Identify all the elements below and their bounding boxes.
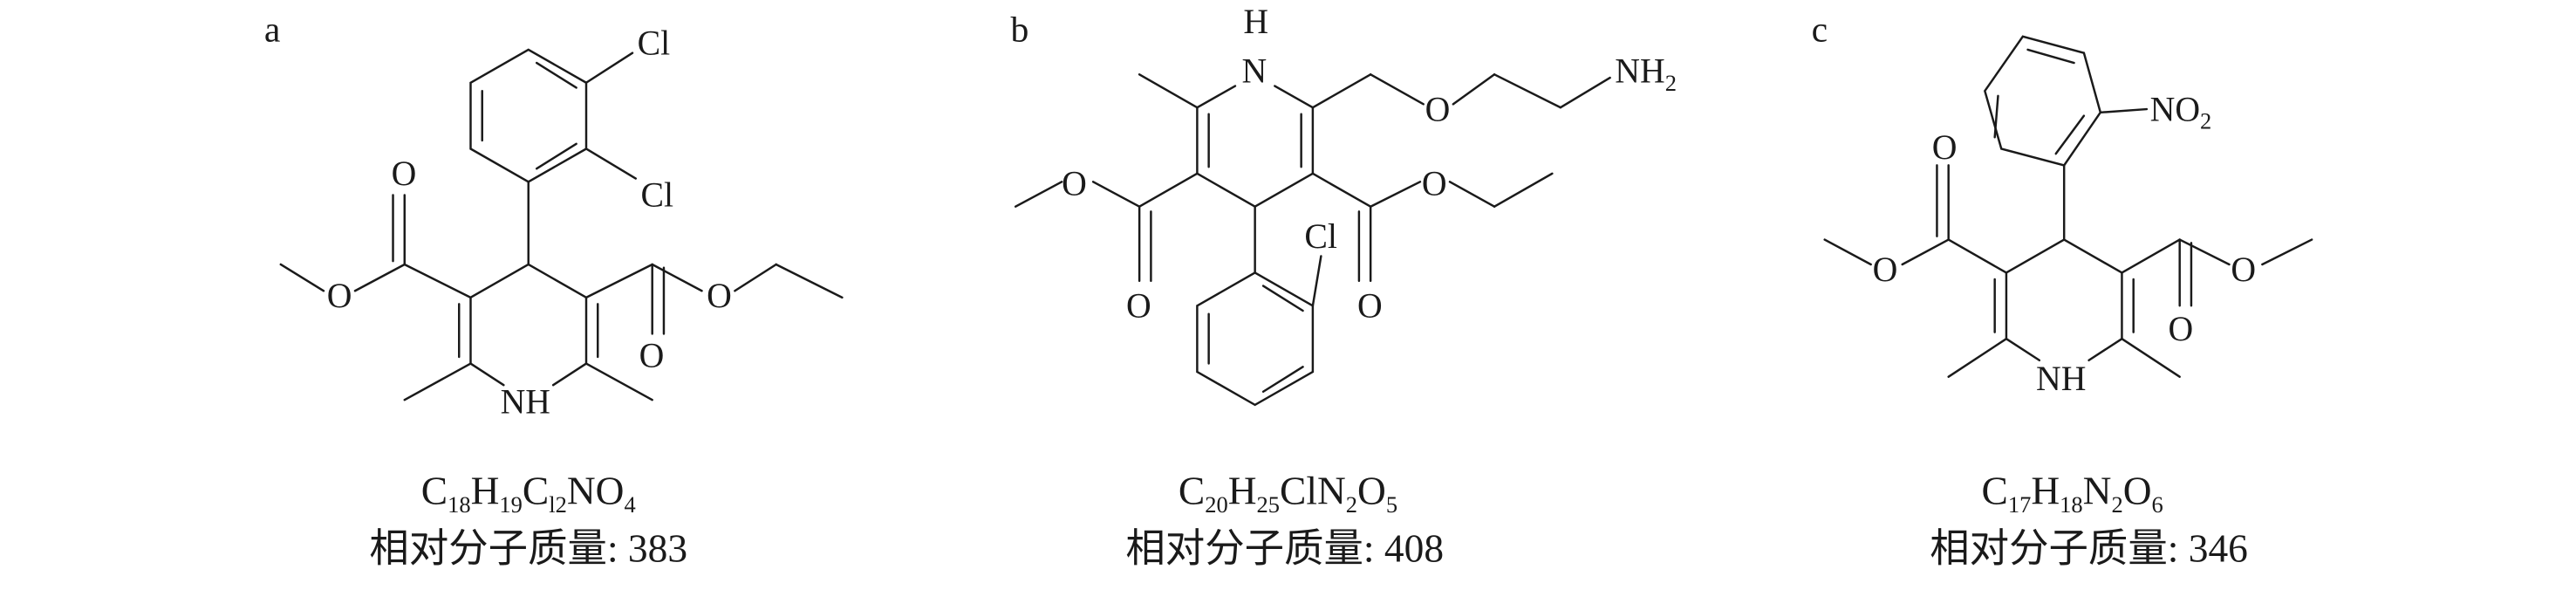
atom-o: O xyxy=(1357,287,1383,326)
atom-o: O xyxy=(707,277,732,315)
atom-nh: NH xyxy=(2036,360,2086,398)
atom-o: O xyxy=(1126,287,1151,326)
atom-o: O xyxy=(392,154,417,193)
molecular-mass-c: 相对分子质量: 346 xyxy=(1930,527,2248,571)
molecular-formula-a: C18H19Cl2NO4 xyxy=(421,469,636,517)
atom-n: N xyxy=(1241,52,1267,91)
molecular-formula-b: C20H25ClN2O5 xyxy=(1179,469,1397,517)
atom-o: O xyxy=(1932,128,1958,167)
structure-a-bonds xyxy=(279,48,844,401)
atom-cl: Cl xyxy=(638,24,671,63)
atom-o: O xyxy=(2231,250,2256,289)
atom-h: H xyxy=(1243,3,1268,41)
atom-cl: Cl xyxy=(640,176,673,215)
compound-a: a Cl Cl O O O O NH C18H19Cl2NO4 相对分 xyxy=(264,10,844,571)
atom-nh2: NH2 xyxy=(1615,52,1677,96)
atom-o: O xyxy=(2168,310,2193,348)
atom-o: O xyxy=(1873,250,1898,289)
panel-label-c: c xyxy=(1812,10,1828,50)
atom-nh: NH xyxy=(501,382,550,421)
atom-cl: Cl xyxy=(1304,217,1337,256)
atom-o: O xyxy=(639,336,665,374)
panel-label-a: a xyxy=(264,10,280,50)
molecular-mass-a: 相对分子质量: 383 xyxy=(369,527,687,571)
atom-o: O xyxy=(1422,164,1447,202)
structure-b-bonds xyxy=(1014,73,1611,407)
atom-no2: NO2 xyxy=(2150,90,2212,134)
molecular-mass-b: 相对分子质量: 408 xyxy=(1125,527,1444,571)
atom-o: O xyxy=(1425,90,1451,128)
structure-c-bonds xyxy=(1823,35,2313,378)
compound-c: c NO2 O O O O NH C17H18N2O6 相对分子质量: 346 xyxy=(1812,10,2313,571)
atom-o: O xyxy=(1062,164,1087,202)
atom-o: O xyxy=(327,277,352,315)
molecular-formula-c: C17H18N2O6 xyxy=(1982,469,2163,517)
panel-label-b: b xyxy=(1010,10,1028,50)
compound-b: b H N O NH2 O O O O Cl C xyxy=(1010,3,1676,571)
